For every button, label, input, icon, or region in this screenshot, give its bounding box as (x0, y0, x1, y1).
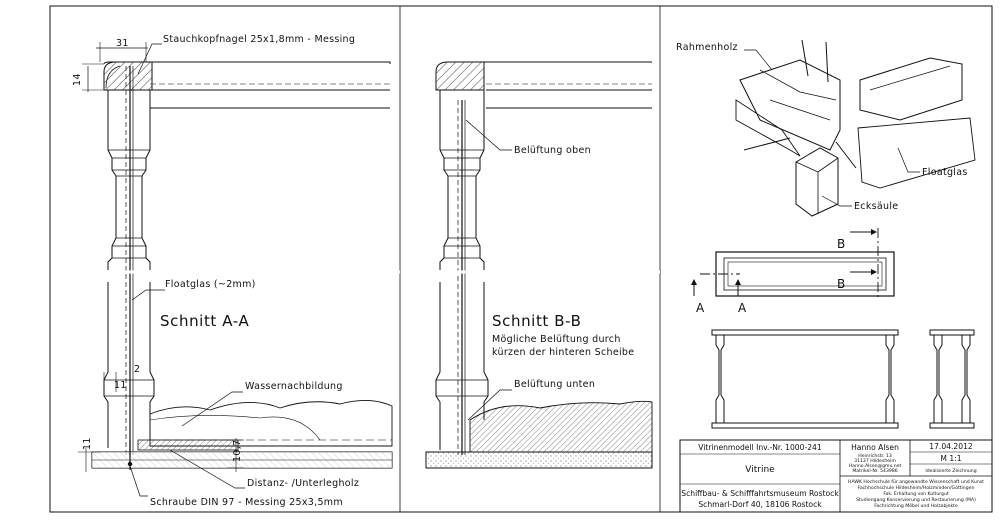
section-a-right: A (738, 301, 747, 315)
leaders-iso (744, 49, 920, 207)
section-a-left: A (696, 301, 705, 315)
tb-address: Schmarl-Dorf 40, 18106 Rostock (698, 500, 822, 509)
floatglas-2mm-label: Floatglas (~2mm) (165, 279, 256, 290)
tb-author: Hanno Alsen (851, 443, 899, 452)
beluftung-oben-label: Belüftung oben (514, 145, 591, 156)
schraube-label: Schraube DIN 97 - Messing 25x3,5mm (150, 497, 343, 508)
tb-status: Idealisierte Zeichnung (925, 468, 976, 474)
dim-11b: 11 (82, 437, 93, 450)
dim-14: 14 (72, 73, 83, 86)
tb-author-l4: Matrikel-Nr. 543986 (852, 468, 897, 474)
beluftung-unten-label: Belüftung unten (514, 379, 595, 390)
wassernachbildung-label: Wassernachbildung (245, 381, 343, 392)
tb-title: Vitrine (745, 465, 775, 475)
leaders-aa (129, 43, 245, 497)
dim-2: 2 (134, 364, 140, 375)
section-aa-drawing (70, 61, 400, 470)
tb-school-l2: Fachhochschule Hildesheim/Holzminden/Göt… (858, 485, 975, 491)
tb-school-l3: Fak. Erhaltung von Kulturgut (883, 491, 949, 497)
dim-10-7: 10,7 (232, 440, 243, 462)
side-elevation (929, 329, 975, 429)
isometric-view (735, 39, 976, 217)
labels: 31 14 Stauchkopfnagel 25x1,8mm - Messing… (72, 34, 984, 509)
sheet-frame (49, 5, 993, 513)
ecksaule-label: Ecksäule (854, 201, 898, 212)
floatglas-label: Floatglas (922, 167, 968, 178)
bb-note-1: Mögliche Belüftung durch (492, 334, 621, 345)
tb-scale: M 1:1 (940, 454, 961, 463)
tb-school-l4: Studiengang Konservierung und Restaurier… (856, 497, 976, 503)
tb-author-l3: Hanno.Alsen@gmx.net (849, 463, 902, 469)
dim-31: 31 (116, 38, 129, 49)
schnitt-aa-title: Schnitt A-A (160, 312, 249, 330)
tb-author-l2: 31137 Hildesheim (854, 458, 896, 464)
rahmenholz-label: Rahmenholz (676, 42, 738, 53)
title-block (679, 439, 993, 513)
distanz-label: Distanz- /Unterlegholz (247, 478, 359, 489)
leaders-bb (465, 119, 512, 421)
tb-museum: Schiffbau- & Schifffahrtsmuseum Rostock (681, 489, 839, 498)
tb-model: Vitrinenmodell Inv.-Nr. 1000-241 (698, 443, 822, 452)
front-elevation (711, 329, 899, 429)
section-bb-drawing (420, 61, 660, 469)
nail-label: Stauchkopfnagel 25x1,8mm - Messing (163, 34, 355, 45)
schnitt-bb-title: Schnitt B-B (492, 312, 582, 330)
bb-note-2: kürzen der hinteren Scheibe (492, 347, 634, 358)
tb-school-l5: Fachrichtung Möbel und Holzobjekte (874, 503, 958, 509)
section-b-bottom: B (837, 277, 846, 291)
dim-11a: 11 (114, 380, 127, 391)
tb-date: 17.04.2012 (929, 442, 973, 451)
tb-school-l1: HAWK Hochschule für angewandte Wissensch… (848, 479, 984, 485)
plan-view (691, 228, 895, 300)
tb-author-l1: Heinrichstr. 13 (858, 453, 892, 459)
section-b-top: B (837, 237, 846, 251)
dimensions-aa (78, 42, 244, 472)
